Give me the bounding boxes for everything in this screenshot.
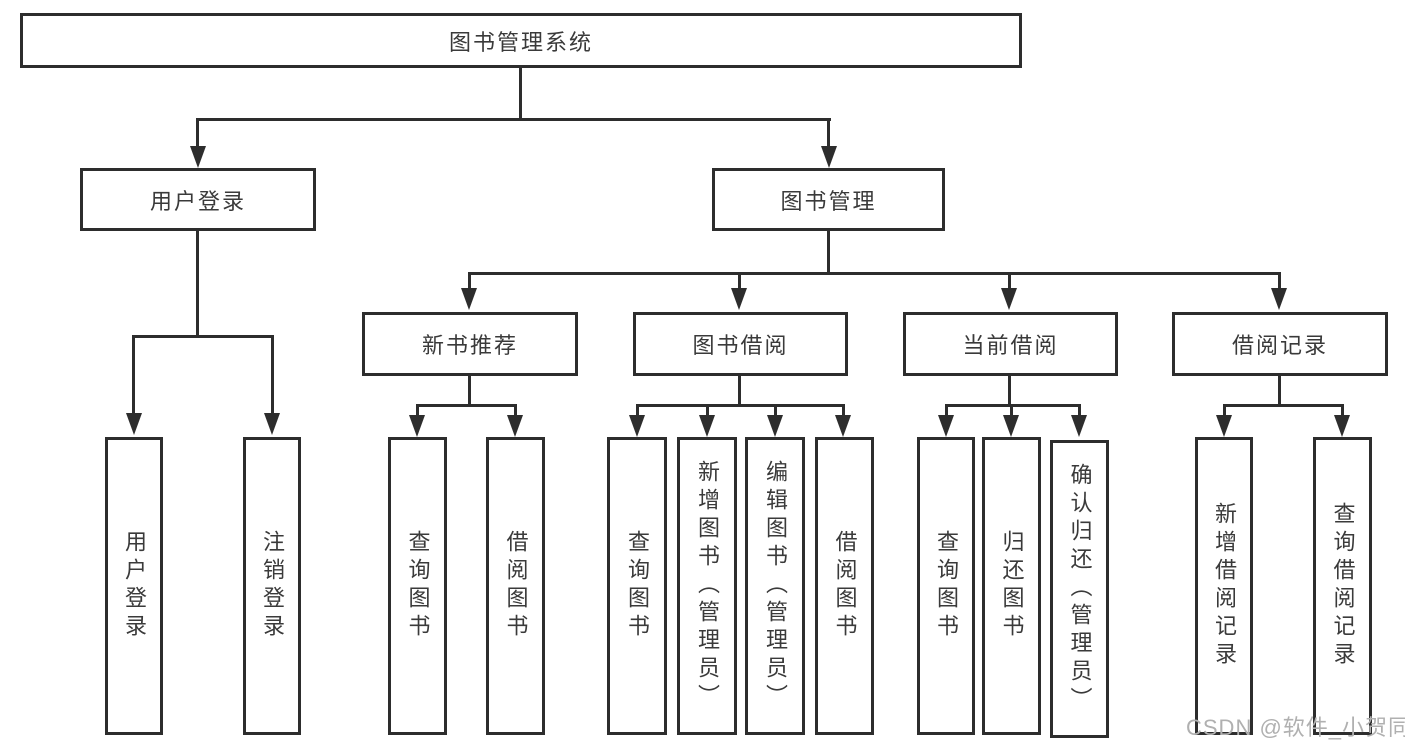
- connector-newbooks-leaf2-arrowline: [514, 404, 517, 418]
- leaf-newbooks-borrow: 借阅图书: [486, 437, 545, 735]
- connector-login-leaf2-arrowline: [271, 335, 274, 417]
- connector-current-rail: [945, 404, 1081, 407]
- connector-records-leaf1-arrowline: [1223, 404, 1226, 418]
- connector-newbooks-leaf1-arrowline: [416, 404, 419, 418]
- arrowhead-borrowing-leaf2: [699, 415, 715, 437]
- arrowhead-login: [190, 146, 206, 168]
- leaf-borrowing-edit: 编辑图书（管理员）: [745, 437, 805, 735]
- connector-login-rail: [132, 335, 274, 338]
- connector-newbooks-drop: [468, 374, 471, 406]
- leaf-borrowing-add: 新增图书（管理员）: [677, 437, 737, 735]
- connector-login-leaf1-arrowline: [132, 335, 135, 417]
- node-user-login: 用户登录: [80, 168, 316, 231]
- arrowhead-login-leaf1: [126, 413, 142, 435]
- connector-current-leaf2-arrowline: [1010, 404, 1013, 418]
- leaf-user-login: 用户登录: [105, 437, 163, 735]
- node-book-management: 图书管理: [712, 168, 945, 231]
- node-user-login-label: 用户登录: [149, 188, 246, 214]
- node-book-borrowing-label: 图书借阅: [692, 333, 789, 358]
- arrowhead-newbooks: [461, 288, 477, 310]
- leaf-current-confirm-return: 确认归还（管理员）: [1050, 440, 1109, 738]
- leaf-current-return-label: 归还图书: [999, 530, 1025, 642]
- leaf-borrowing-query: 查询图书: [607, 437, 667, 735]
- leaf-records-add-label: 新增借阅记录: [1212, 502, 1237, 670]
- leaf-borrowing-borrow-label: 借阅图书: [832, 530, 858, 642]
- connector-records-rail: [1223, 404, 1344, 407]
- arrowhead-newbooks-leaf2: [507, 415, 523, 437]
- connector-level2-rail: [196, 118, 831, 121]
- leaf-logout-label: 注销登录: [260, 530, 285, 642]
- arrowhead-current-leaf3: [1071, 415, 1087, 437]
- connector-login-drop: [196, 229, 199, 337]
- leaf-current-query-label: 查询图书: [934, 530, 959, 642]
- connector-borrowing-arrowline: [738, 272, 741, 292]
- arrowhead-records-leaf1: [1216, 415, 1232, 437]
- connector-borrowing-leaf3-arrowline: [774, 404, 777, 418]
- arrowhead-current: [1001, 288, 1017, 310]
- connector-current-leaf1-arrowline: [945, 404, 948, 418]
- arrowhead-borrowing-leaf3: [767, 415, 783, 437]
- arrowhead-records: [1271, 288, 1287, 310]
- leaf-borrowing-borrow: 借阅图书: [815, 437, 874, 735]
- connector-newbooks-arrowline: [468, 272, 471, 292]
- arrowhead-borrowing-leaf4: [835, 415, 851, 437]
- connector-current-drop: [1008, 374, 1011, 406]
- connector-root-drop: [519, 67, 522, 121]
- node-current-borrowing-label: 当前借阅: [962, 333, 1059, 358]
- node-root-label: 图书管理系统: [448, 29, 593, 55]
- leaf-newbooks-query: 查询图书: [388, 437, 447, 735]
- leaf-current-query: 查询图书: [917, 437, 975, 735]
- connector-borrowing-leaf1-arrowline: [636, 404, 639, 418]
- leaf-newbooks-query-label: 查询图书: [405, 530, 431, 642]
- csdn-watermark: CSDN @软件_小贺同学: [1186, 715, 1405, 740]
- node-book-borrowing: 图书借阅: [633, 312, 848, 376]
- leaf-user-login-label: 用户登录: [122, 530, 147, 642]
- node-new-book-recommend: 新书推荐: [362, 312, 578, 376]
- leaf-current-return: 归还图书: [982, 437, 1041, 735]
- leaf-records-query-label: 查询借阅记录: [1330, 502, 1356, 670]
- connector-current-leaf3-arrowline: [1078, 404, 1081, 418]
- arrowhead-management: [821, 146, 837, 168]
- connector-management-arrowline: [827, 118, 830, 150]
- connector-current-arrowline: [1008, 272, 1011, 292]
- leaf-records-query: 查询借阅记录: [1313, 437, 1372, 735]
- connector-borrowing-leaf2-arrowline: [706, 404, 709, 418]
- connector-borrowing-rail: [636, 404, 845, 407]
- connector-borrowing-leaf4-arrowline: [842, 404, 845, 418]
- node-new-book-recommend-label: 新书推荐: [421, 333, 518, 358]
- arrowhead-borrowing: [731, 288, 747, 310]
- connector-records-drop: [1278, 374, 1281, 406]
- connector-records-leaf2-arrowline: [1341, 404, 1344, 418]
- leaf-borrowing-query-label: 查询图书: [625, 530, 650, 642]
- node-borrowing-records: 借阅记录: [1172, 312, 1388, 376]
- arrowhead-borrowing-leaf1: [629, 415, 645, 437]
- arrowhead-newbooks-leaf1: [409, 415, 425, 437]
- leaf-records-add: 新增借阅记录: [1195, 437, 1253, 735]
- connector-newbooks-rail: [416, 404, 517, 407]
- node-current-borrowing: 当前借阅: [903, 312, 1118, 376]
- connector-records-arrowline: [1278, 272, 1281, 292]
- leaf-borrowing-edit-label: 编辑图书（管理员）: [763, 460, 788, 712]
- connector-management-drop: [827, 229, 830, 274]
- arrowhead-current-leaf2: [1003, 415, 1019, 437]
- connector-login-arrowline: [196, 118, 199, 150]
- leaf-newbooks-borrow-label: 借阅图书: [503, 530, 529, 642]
- connector-borrowing-drop: [738, 374, 741, 406]
- arrowhead-records-leaf2: [1334, 415, 1350, 437]
- arrowhead-current-leaf1: [938, 415, 954, 437]
- leaf-current-confirm-return-label: 确认归还（管理员）: [1067, 463, 1093, 715]
- leaf-borrowing-add-label: 新增图书（管理员）: [695, 460, 720, 712]
- node-root: 图书管理系统: [20, 13, 1022, 68]
- node-borrowing-records-label: 借阅记录: [1231, 333, 1328, 358]
- arrowhead-login-leaf2: [264, 413, 280, 435]
- leaf-logout: 注销登录: [243, 437, 301, 735]
- connector-level3-rail: [468, 272, 1281, 275]
- node-book-management-label: 图书管理: [780, 188, 877, 214]
